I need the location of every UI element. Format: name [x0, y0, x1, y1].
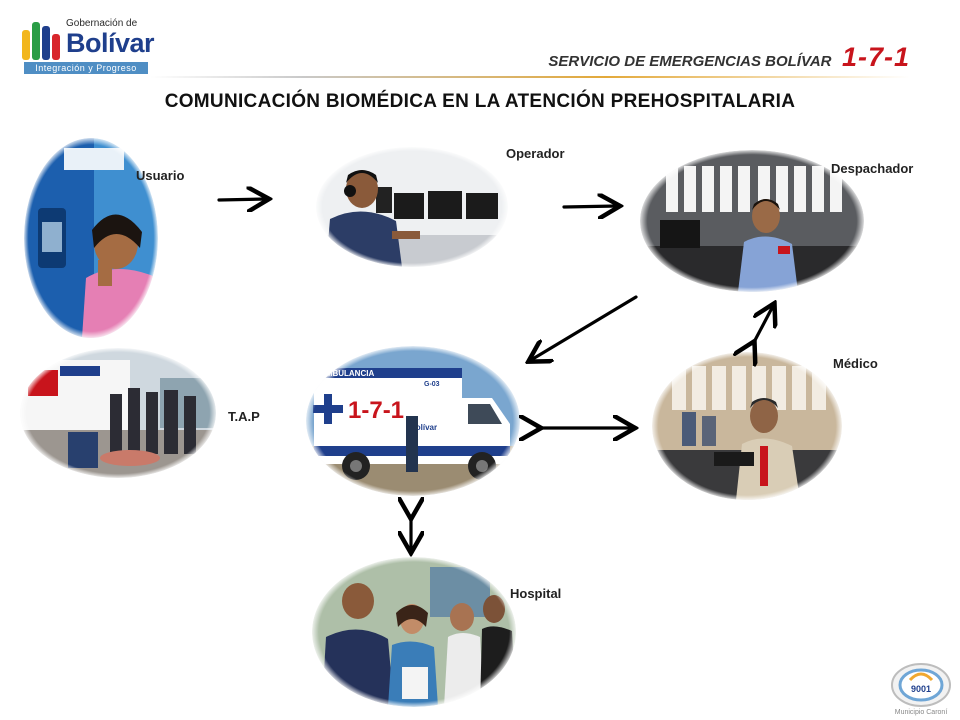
photo-operador	[316, 147, 508, 267]
iso-seal: 9001 Municipio Caroní	[890, 662, 960, 720]
label-usuario: Usuario	[136, 168, 185, 183]
ambulance-number: 1-7-1	[348, 397, 404, 424]
star-of-life-icon	[313, 394, 343, 424]
arrow-despachador-medico	[753, 306, 773, 344]
arrow-despachador-ambulancia	[531, 295, 638, 360]
logo-name: Bolívar	[66, 28, 155, 58]
ambulance-unit: G-03	[424, 381, 440, 388]
ambulance-brand: Bolívar	[410, 423, 437, 432]
arrow-usuario-operador	[217, 199, 266, 200]
gobernacion-logo: Gobernación de Bolívar Integración y Pro…	[22, 14, 155, 76]
photo-medico	[652, 352, 842, 500]
iso-caption: Municipio Caroní	[894, 709, 948, 716]
iso-number: 9001	[911, 684, 931, 694]
service-number: 1-7-1	[841, 42, 910, 72]
label-tap: T.A.P	[228, 409, 260, 424]
label-despachador: Despachador	[831, 161, 914, 176]
label-hospital: Hospital	[510, 586, 562, 601]
logo-bars-icon	[22, 20, 62, 60]
page-title: COMUNICACIÓN BIOMÉDICA EN LA ATENCIÓN PR…	[164, 91, 796, 112]
ambulance-side-text: AMBULANCIA	[320, 369, 374, 378]
photo-ambulancia: AMBULANCIA G-03 1-7-1 Bolívar	[306, 346, 520, 496]
service-text: SERVICIO DE EMERGENCIAS BOLÍVAR	[548, 53, 832, 70]
header-divider	[150, 76, 910, 78]
service-heading: SERVICIO DE EMERGENCIAS BOLÍVAR 1-7-1	[548, 42, 910, 73]
logo-tagline: Integración y Progreso	[24, 62, 148, 74]
logo-subtitle: Gobernación de	[66, 18, 138, 29]
photo-tap	[20, 348, 216, 478]
photo-despachador	[640, 150, 864, 292]
photo-usuario	[24, 138, 158, 338]
iso-seal-icon: 9001	[891, 663, 951, 707]
arrow-operador-despachador	[562, 206, 617, 207]
label-operador: Operador	[506, 146, 565, 161]
label-medico: Médico	[833, 356, 878, 371]
photo-hospital	[312, 557, 516, 707]
